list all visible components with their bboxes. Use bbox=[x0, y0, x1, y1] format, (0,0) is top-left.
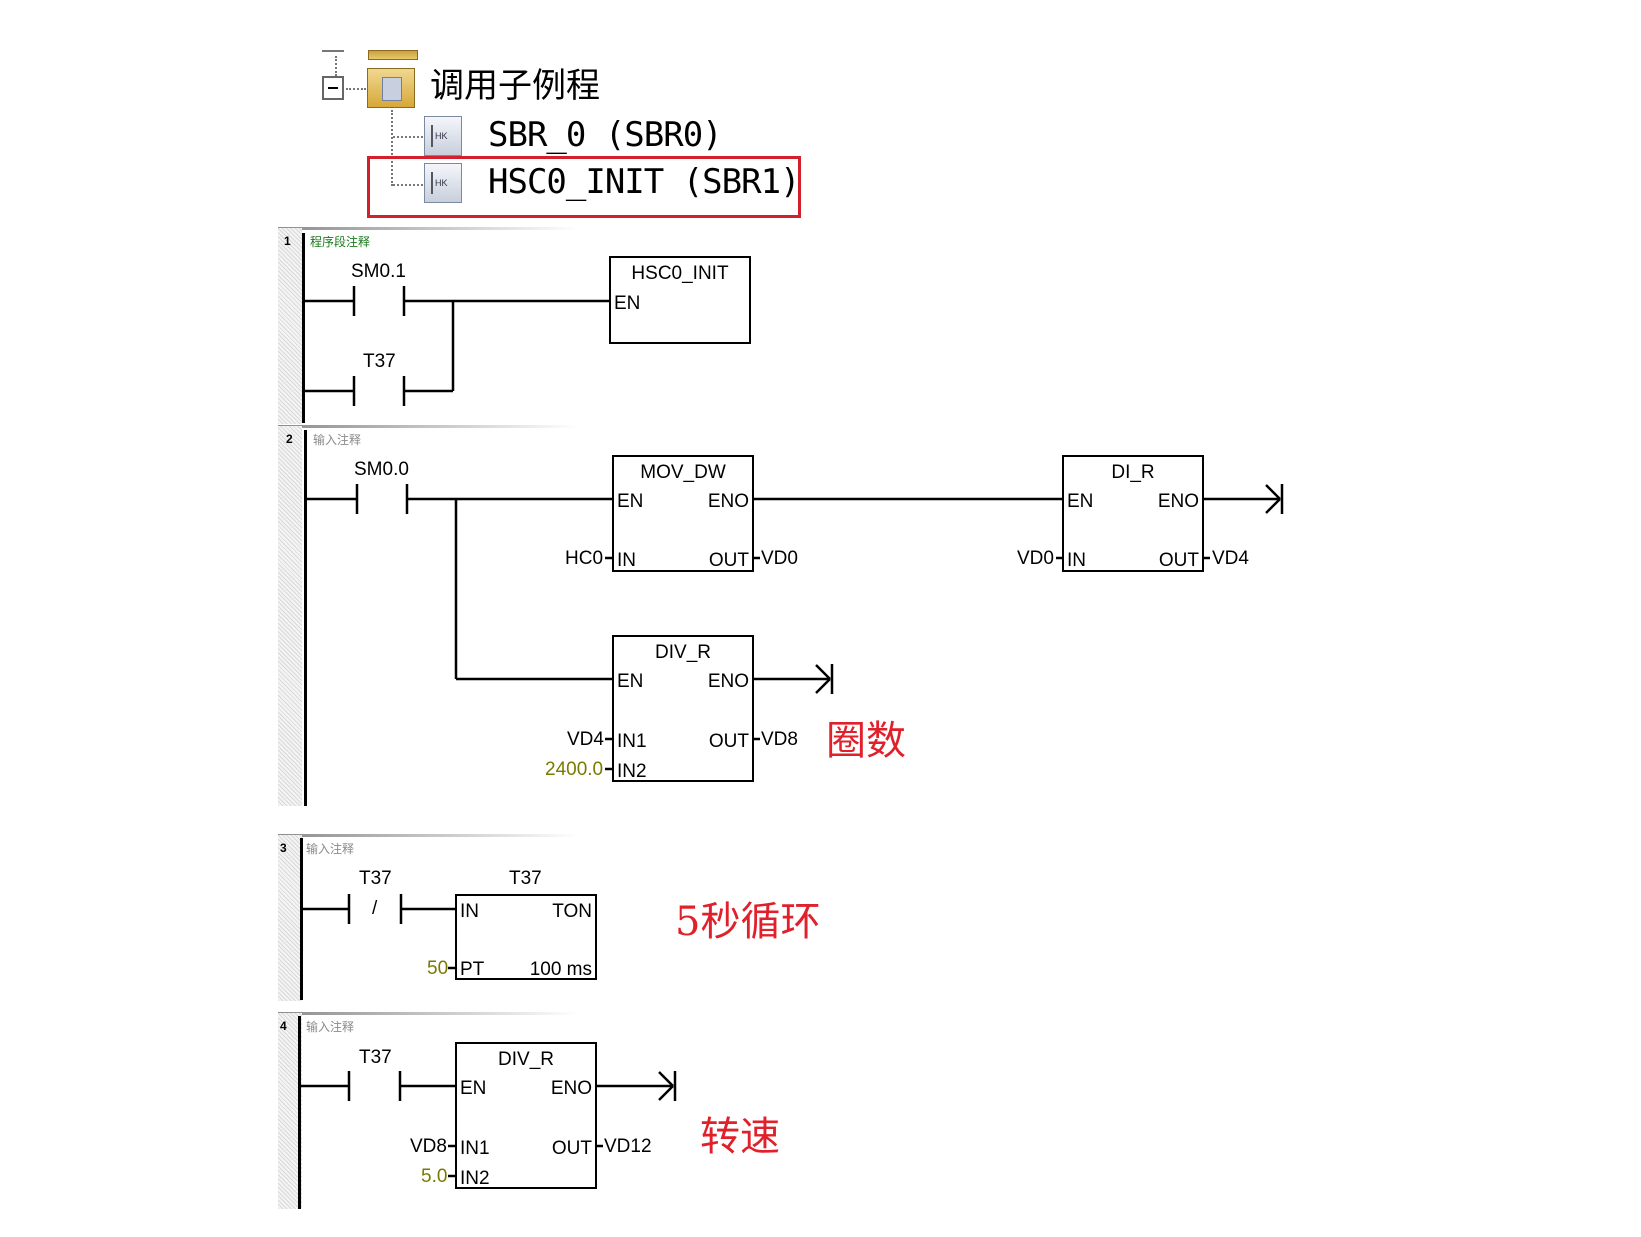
pin-in2: IN2 bbox=[460, 1168, 490, 1189]
function-block-mov-dw[interactable]: MOV_DW EN ENO IN OUT bbox=[612, 455, 754, 572]
time-base: 100 ms bbox=[529, 959, 592, 980]
timer-type: TON bbox=[552, 901, 592, 922]
contact-t37 bbox=[299, 1071, 402, 1101]
network-number: 1 bbox=[284, 234, 291, 248]
highlight-box bbox=[367, 156, 801, 218]
output-coil-arrow bbox=[815, 664, 834, 694]
network-comment[interactable]: 输入注释 bbox=[313, 433, 362, 447]
network-comment[interactable]: 输入注释 bbox=[306, 1020, 355, 1034]
annotation-speed: 转速 bbox=[700, 1114, 780, 1160]
operand-in[interactable]: HC0 bbox=[565, 548, 604, 569]
tree-connector bbox=[393, 136, 423, 138]
power-rail bbox=[302, 233, 305, 423]
pin-eno: ENO bbox=[707, 671, 749, 692]
function-block-hsc0-init[interactable]: HSC0_INIT EN bbox=[609, 256, 751, 344]
operand-out[interactable]: VD0 bbox=[761, 548, 798, 569]
contact-address: T37 bbox=[359, 1047, 392, 1068]
pin-en: EN bbox=[460, 1078, 487, 1099]
pin-out: OUT bbox=[708, 550, 749, 571]
pin-in1: IN1 bbox=[617, 731, 647, 752]
timer-address: T37 bbox=[509, 868, 542, 889]
pin-in: IN bbox=[1067, 550, 1086, 571]
pin-eno: ENO bbox=[707, 491, 749, 512]
block-title: DI_R bbox=[1111, 462, 1155, 483]
tree-item-hsc0-init[interactable]: HSC0_INIT (SBR1) bbox=[488, 162, 801, 202]
folder-icon bbox=[367, 68, 415, 108]
network-number: 3 bbox=[280, 841, 287, 855]
network-comment[interactable]: 程序段注释 bbox=[310, 235, 371, 249]
contact-sm0-1 bbox=[303, 286, 406, 316]
pin-out: OUT bbox=[1158, 550, 1199, 571]
tree-connector bbox=[335, 56, 337, 76]
pin-in: IN bbox=[460, 901, 479, 922]
block-title: HSC0_INIT bbox=[631, 263, 729, 284]
block-title: DIV_R bbox=[655, 642, 711, 663]
operand-in[interactable]: VD0 bbox=[1017, 548, 1054, 569]
annotation-laps: 圈数 bbox=[826, 718, 906, 764]
pin-eno: ENO bbox=[1157, 491, 1199, 512]
tree-connector bbox=[393, 184, 423, 186]
network-separator bbox=[278, 227, 578, 230]
operand-out[interactable]: VD12 bbox=[604, 1136, 652, 1157]
contact-address: T37 bbox=[363, 351, 396, 372]
function-block-div-r[interactable]: DIV_R EN ENO IN1 IN2 OUT bbox=[612, 635, 754, 782]
contact-address: SM0.0 bbox=[354, 459, 409, 480]
operand-in2[interactable]: 5.0 bbox=[421, 1166, 448, 1187]
power-rail bbox=[298, 1016, 301, 1209]
operand-in1[interactable]: VD8 bbox=[410, 1136, 447, 1157]
contact-t37 bbox=[303, 376, 406, 406]
pin-en: EN bbox=[617, 491, 644, 512]
operand-in1[interactable]: VD4 bbox=[567, 729, 604, 750]
tree-item-sbr0[interactable]: SBR_0 (SBR0) bbox=[488, 115, 723, 155]
operand-out[interactable]: VD4 bbox=[1212, 548, 1249, 569]
pin-en: EN bbox=[617, 671, 644, 692]
operand-out[interactable]: VD8 bbox=[761, 729, 798, 750]
output-coil-arrow bbox=[1265, 484, 1284, 514]
network-number: 4 bbox=[280, 1019, 287, 1033]
pin-out: OUT bbox=[708, 731, 749, 752]
contact-sm0-0 bbox=[305, 484, 409, 514]
subroutine-icon: HK bbox=[424, 163, 462, 203]
pin-in1: IN1 bbox=[460, 1138, 490, 1159]
contact-nc-symbol: / bbox=[372, 898, 378, 919]
tree-folder-label[interactable]: 调用子例程 bbox=[430, 66, 600, 106]
pin-eno: ENO bbox=[550, 1078, 592, 1099]
pin-en: EN bbox=[614, 293, 641, 314]
power-rail bbox=[300, 838, 303, 1000]
tree-connector bbox=[322, 50, 344, 52]
contact-t37-nc bbox=[301, 894, 403, 924]
contact-address: T37 bbox=[359, 868, 392, 889]
annotation-5s-cycle: 5秒循环 bbox=[675, 899, 821, 945]
subroutine-icon: HK bbox=[424, 116, 462, 156]
network-gutter bbox=[278, 835, 302, 1001]
network-separator bbox=[278, 1012, 578, 1015]
power-rail bbox=[304, 430, 307, 806]
network-separator bbox=[278, 425, 578, 428]
tree-connector bbox=[346, 88, 366, 90]
block-title: DIV_R bbox=[498, 1049, 554, 1070]
timer-block-ton[interactable]: IN TON PT 100 ms bbox=[455, 894, 597, 980]
tree-connector bbox=[391, 110, 393, 186]
folder-icon-partial bbox=[368, 50, 418, 60]
contact-address: SM0.1 bbox=[351, 261, 406, 282]
function-block-di-r[interactable]: DI_R EN ENO IN OUT bbox=[1062, 455, 1204, 572]
network-number: 2 bbox=[286, 432, 293, 446]
pin-out: OUT bbox=[551, 1138, 592, 1159]
operand-pt[interactable]: 50 bbox=[427, 958, 449, 979]
pin-in2: IN2 bbox=[617, 761, 647, 782]
pin-en: EN bbox=[1067, 491, 1094, 512]
collapse-toggle-icon[interactable] bbox=[322, 76, 344, 100]
pin-pt: PT bbox=[460, 959, 485, 980]
network-gutter bbox=[278, 228, 302, 424]
operand-in2[interactable]: 2400.0 bbox=[545, 759, 604, 780]
function-block-div-r[interactable]: DIV_R EN ENO IN1 IN2 OUT bbox=[455, 1042, 597, 1189]
network-gutter bbox=[278, 426, 302, 806]
pin-in: IN bbox=[617, 550, 636, 571]
output-coil-arrow bbox=[658, 1071, 677, 1101]
block-title: MOV_DW bbox=[640, 462, 726, 483]
network-comment[interactable]: 输入注释 bbox=[306, 842, 355, 856]
network-separator bbox=[278, 834, 578, 837]
